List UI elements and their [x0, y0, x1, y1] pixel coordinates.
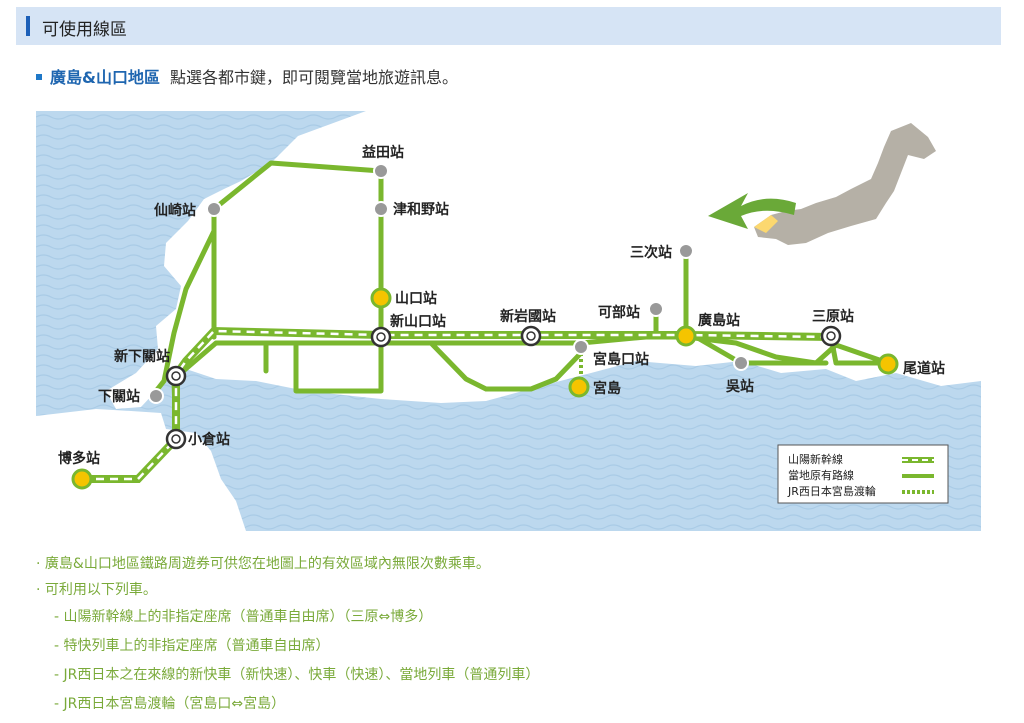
- station-miyajima-label: 宮島: [593, 380, 621, 397]
- station-yamaguchi-label: 山口站: [395, 290, 437, 307]
- note-subitem: - 特快列車上的非指定座席（普通車自由席）: [54, 638, 330, 654]
- station-miyajimaguchi-label: 宮島口站: [593, 351, 649, 368]
- station-hiroshima-label: 廣島站: [698, 312, 740, 329]
- gantoku-line: [428, 340, 584, 392]
- region-subtitle: 廣島&山口地區點選各都市鍵，即可閱覽當地旅遊訊息。: [36, 64, 458, 88]
- note-subitem: - JR西日本之在來線的新快車（新快速）、快車（快速）、當地列車（普通列車）: [54, 667, 540, 683]
- station-shiniwakuni-label: 新岩國站: [500, 308, 556, 325]
- station-kabe-label: 可部站: [598, 304, 640, 321]
- inset-highlight-region: [754, 215, 778, 233]
- header-accent-bar: [26, 16, 30, 36]
- station-tsuwano[interactable]: 津和野站: [373, 201, 449, 218]
- note-item: · 廣島&山口地區鐵路周遊券可供您在地圖上的有效區域內無限次數乘車。: [36, 556, 490, 572]
- station-masuda[interactable]: 益田站: [362, 144, 404, 179]
- legend-ferry-label: JR西日本宮島渡輪: [787, 484, 876, 498]
- station-hakata-label: 博多站: [58, 450, 100, 467]
- note-subitem: - 山陽新幹線上的非指定座席（普通車自由席）（三原⇔博多）: [54, 609, 433, 625]
- station-kokura-label: 小倉站: [188, 431, 230, 448]
- station-miyoshi[interactable]: 三次站: [630, 243, 694, 261]
- station-shinshimonoseki[interactable]: 新下關站: [114, 348, 187, 387]
- station-shimonoseki[interactable]: 下關站: [98, 388, 164, 405]
- station-masuda-label: 益田站: [362, 144, 404, 161]
- station-mihara-label: 三原站: [812, 308, 854, 325]
- station-tsuwano-label: 津和野站: [393, 201, 449, 218]
- station-onomichi[interactable]: 尾道站: [877, 353, 945, 377]
- station-kabe[interactable]: 可部站: [598, 301, 664, 321]
- station-senzaki-label: 仙崎站: [154, 202, 196, 219]
- station-hiroshima[interactable]: 廣島站: [675, 312, 740, 347]
- subtitle-instruction: 點選各都市鍵，即可閱覽當地旅遊訊息。: [169, 68, 458, 87]
- station-shinshimonoseki-label: 新下關站: [114, 348, 170, 365]
- station-shimonoseki-label: 下關站: [98, 388, 140, 405]
- legend-shinkansen-label: 山陽新幹線: [788, 452, 843, 466]
- bullet-square-icon: [36, 73, 42, 80]
- station-kure[interactable]: 吳站: [726, 355, 754, 395]
- note-item: · 可利用以下列車。: [36, 582, 157, 598]
- station-hakata[interactable]: 博多站: [58, 450, 100, 490]
- station-kokura[interactable]: 小倉站: [165, 428, 230, 450]
- japan-inset-silhouette: [754, 123, 936, 245]
- station-kure-label: 吳站: [726, 378, 754, 395]
- station-mihara[interactable]: 三原站: [812, 308, 854, 347]
- direction-arrow: [708, 193, 796, 229]
- station-miyajimaguchi[interactable]: 宮島口站: [573, 339, 649, 368]
- section-header: 可使用線區: [16, 7, 1001, 45]
- page-title: 可使用線區: [42, 20, 127, 40]
- station-shinyamaguchi[interactable]: 新山口站: [370, 313, 446, 348]
- ube-line: [293, 340, 384, 394]
- kyushu-land: [36, 409, 246, 531]
- station-senzaki[interactable]: 仙崎站: [154, 201, 222, 219]
- legend-local-label: 當地原有路線: [788, 468, 854, 482]
- rail-map: 山陽新幹線 當地原有路線 JR西日本宮島渡輪 益田站 津和野站 仙崎站 山口站 …: [36, 111, 981, 531]
- note-subitem: - JR西日本宮島渡輪（宮島口⇔宮島）: [54, 696, 286, 712]
- station-miyajima[interactable]: 宮島: [568, 376, 621, 398]
- sanyo-shinkansen-line-dash: [82, 329, 832, 481]
- sanin-line: [153, 160, 384, 394]
- station-shinyamaguchi-label: 新山口站: [390, 313, 446, 330]
- station-onomichi-label: 尾道站: [903, 360, 945, 377]
- notes-list: · 廣島&山口地區鐵路周遊券可供您在地圖上的有效區域內無限次數乘車。 · 可利用…: [36, 551, 539, 719]
- station-miyoshi-label: 三次站: [630, 244, 672, 261]
- station-yamaguchi[interactable]: 山口站: [370, 287, 437, 309]
- region-name: 廣島&山口地區: [50, 68, 160, 87]
- legend: 山陽新幹線 當地原有路線 JR西日本宮島渡輪: [777, 444, 949, 504]
- station-shiniwakuni[interactable]: 新岩國站: [500, 308, 556, 347]
